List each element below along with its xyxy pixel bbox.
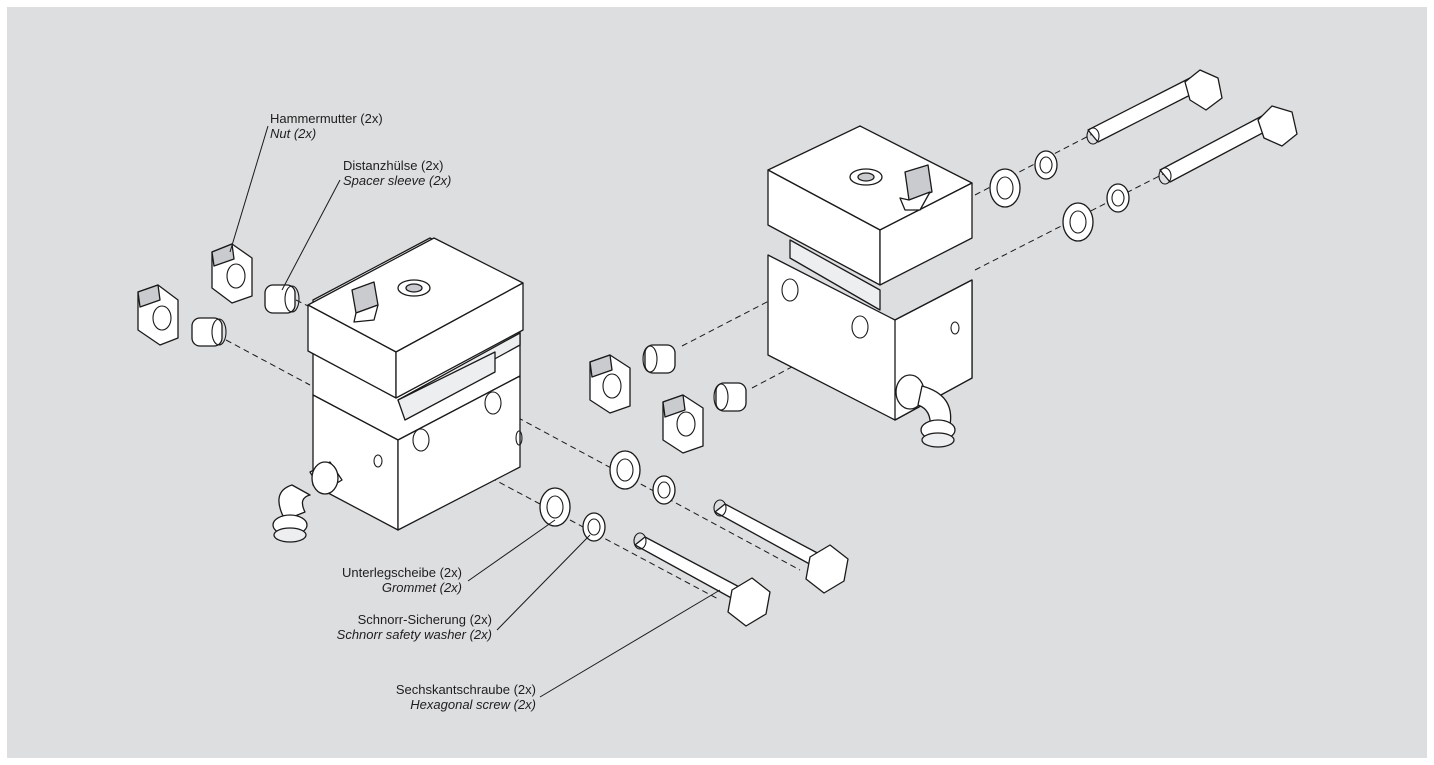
left-valve-block [307, 237, 524, 531]
leader-lines [229, 125, 721, 698]
label-nut-en: Nut (2x) [270, 126, 317, 141]
right-valve-block [767, 125, 973, 421]
label-washer-de: Schnorr-Sicherung (2x) [357, 612, 492, 627]
label-washer-en: Schnorr safety washer (2x) [336, 627, 492, 642]
label-nut: Hammermutter (2x) Nut (2x) [270, 111, 383, 141]
diagram-panel [7, 7, 1427, 758]
label-screw: Sechskantschraube (2x) Hexagonal screw (… [360, 682, 536, 712]
label-spacer-en: Spacer sleeve (2x) [343, 173, 452, 188]
right-elbow-fitting [895, 374, 956, 448]
label-screw-de: Sechskantschraube (2x) [395, 682, 536, 697]
left-elbow-fitting [272, 461, 343, 543]
label-grommet-de: Unterlegscheibe (2x) [342, 565, 462, 580]
label-grommet: Unterlegscheibe (2x) Grommet (2x) [300, 565, 462, 595]
label-spacer: Distanzhülse (2x) Spacer sleeve (2x) [343, 158, 451, 188]
label-grommet-en: Grommet (2x) [381, 580, 462, 595]
label-screw-en: Hexagonal screw (2x) [410, 697, 536, 712]
label-spacer-de: Distanzhülse (2x) [343, 158, 444, 173]
left-washers-and-screws [539, 450, 849, 627]
left-nuts-and-sleeves [137, 243, 300, 347]
label-nut-de: Hammermutter (2x) [270, 111, 383, 126]
right-nuts-and-sleeves [589, 344, 747, 454]
label-washer: Schnorr-Sicherung (2x) Schnorr safety wa… [296, 612, 492, 642]
right-washers-and-screws [989, 69, 1298, 242]
